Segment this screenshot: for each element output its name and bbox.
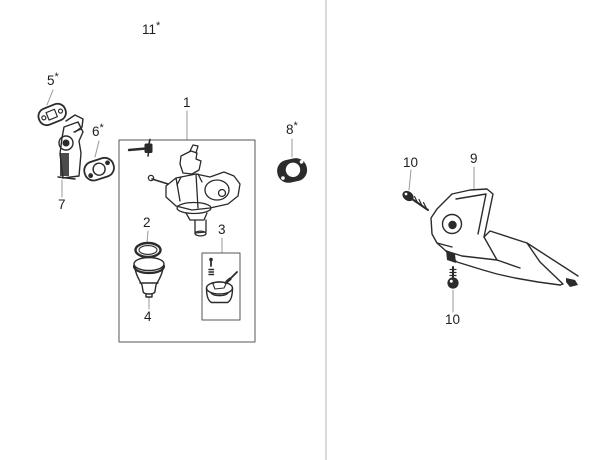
callout-10-top: 10 — [403, 155, 419, 170]
carburetor-drawing — [147, 144, 241, 237]
callout-8: 8* — [286, 120, 298, 137]
callout-4: 4 — [144, 309, 152, 324]
callout-1: 1 — [183, 95, 191, 110]
float-valve-kit-drawing — [205, 257, 238, 304]
oring-drawing — [134, 241, 162, 259]
float-bowl-drawing — [132, 256, 166, 298]
callout-5: 5* — [47, 71, 59, 88]
gasket-6-drawing — [83, 156, 115, 182]
callout-3: 3 — [218, 222, 226, 237]
screw-10-top-drawing — [402, 190, 429, 211]
bolt-drawing — [127, 138, 153, 157]
bracket-7-drawing — [57, 114, 84, 180]
screw-10-bottom-drawing — [447, 266, 459, 289]
callout-9: 9 — [470, 151, 478, 166]
repair-kit-box — [201, 252, 241, 321]
callout-6: 6* — [92, 122, 104, 139]
leader-lines — [46, 89, 475, 313]
gasket-5-drawing — [37, 102, 67, 127]
gasket-8-drawing — [277, 158, 308, 183]
cover-9-drawing — [430, 188, 579, 287]
callout-10-bottom: 10 — [445, 312, 461, 327]
carburetor-group-box — [118, 139, 256, 343]
callout-7: 7 — [58, 197, 66, 212]
callout-2: 2 — [143, 215, 151, 230]
callout-11: 11* — [142, 20, 161, 37]
